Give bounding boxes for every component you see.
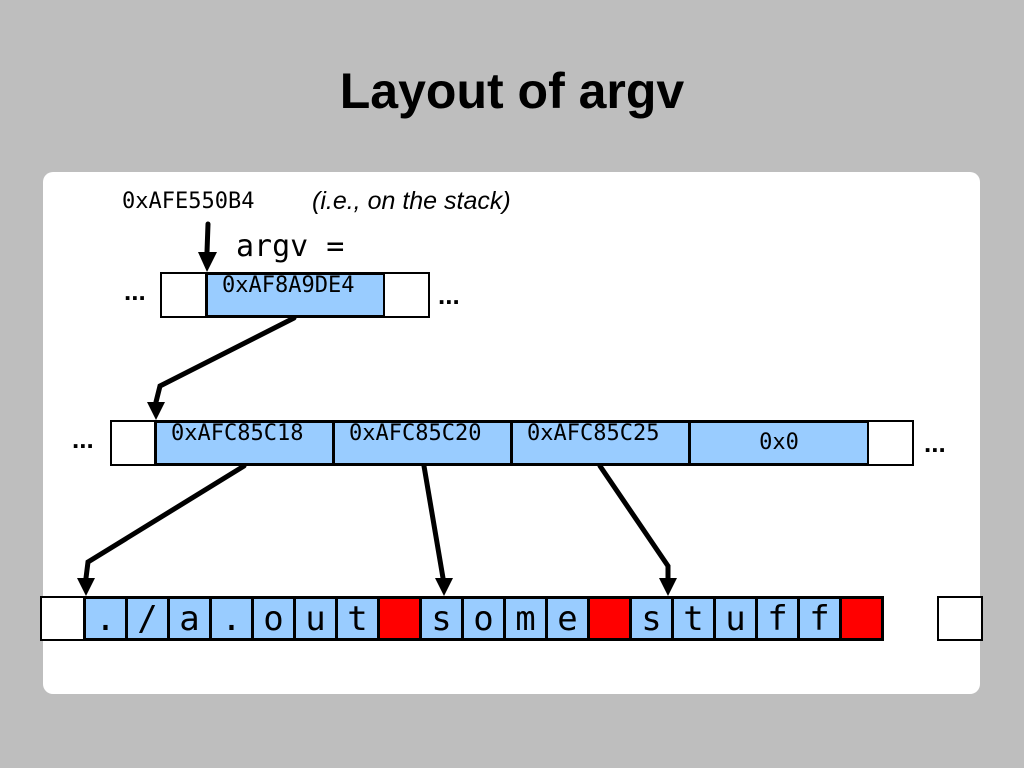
argv-element-0-value: 0xAFC85C18 <box>171 421 304 446</box>
argv-label: argv = <box>236 229 345 264</box>
argv-element-2-value: 0xAFC85C25 <box>527 421 660 446</box>
stack-neighbor-cell-right <box>383 272 430 318</box>
arrow-argv-to-array <box>153 315 297 405</box>
argv-element-3: 0x0 <box>688 420 870 466</box>
array-neighbor-cell-right <box>867 420 914 466</box>
arrow-element2-to-string <box>597 463 671 581</box>
ellipsis-left-row1: ... <box>124 276 146 306</box>
arrowhead-element0 <box>77 578 95 596</box>
arrow-stack-to-argv <box>204 221 211 255</box>
argv-element-1-value: 0xAFC85C20 <box>349 421 482 446</box>
argv-element-3-value: 0x0 <box>759 430 799 455</box>
ellipsis-right-row1: ... <box>438 280 460 310</box>
stack-note: (i.e., on the stack) <box>312 187 511 215</box>
arrowhead-stack <box>198 252 217 272</box>
string-byte-cell: u <box>713 596 758 641</box>
string-byte-cell: m <box>503 596 548 641</box>
ellipsis-right-row2: ... <box>924 428 946 458</box>
arrowhead-element1 <box>435 578 453 596</box>
string-byte-cell: u <box>293 596 338 641</box>
argv-element-2: 0xAFC85C25 <box>510 420 691 466</box>
string-byte-cell: e <box>545 596 590 641</box>
string-byte-cell: f <box>755 596 800 641</box>
stack-neighbor-cell-left <box>160 272 210 318</box>
slide-title: Layout of argv <box>339 63 685 119</box>
ellipsis-left-row2: ... <box>72 424 94 454</box>
string-neighbor-cell-right <box>937 596 983 641</box>
arrow-element1-to-string <box>421 463 446 581</box>
arrowhead-element2 <box>659 578 677 596</box>
arrow-element0-to-string <box>83 463 247 581</box>
stack-address-label: 0xAFE550B4 <box>122 189 255 214</box>
string-byte-cell: o <box>251 596 296 641</box>
arrowhead-argv <box>147 402 165 420</box>
null-terminator-cell <box>839 596 884 641</box>
argv-value: 0xAF8A9DE4 <box>222 273 355 298</box>
